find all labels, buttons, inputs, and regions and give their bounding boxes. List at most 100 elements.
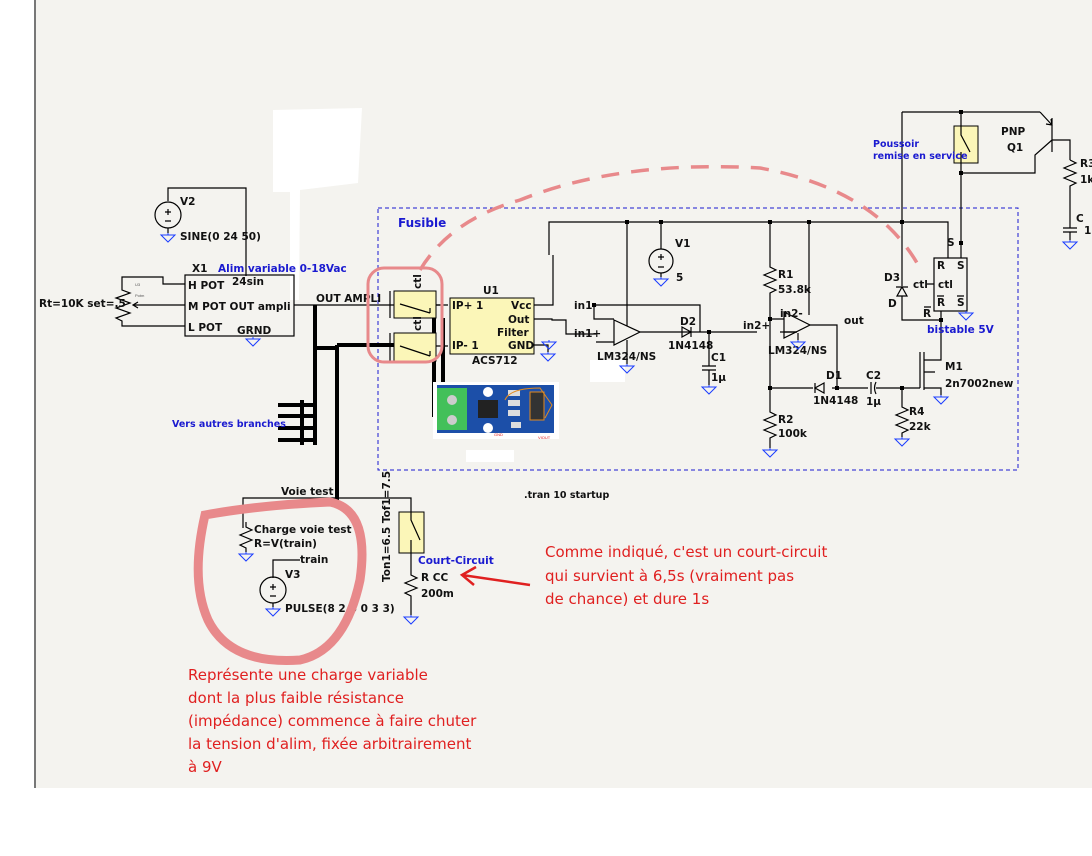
r2-resistor[interactable]: R2 100k	[762, 388, 808, 458]
charge-name: Charge voie test	[254, 524, 352, 536]
d1-part: 1N4148	[813, 395, 858, 407]
v1-value: 5	[676, 272, 683, 284]
switch-1[interactable]: ctl	[389, 274, 448, 319]
load-note: Représente une charge variable dont la p…	[188, 666, 477, 776]
u1-pin-out: Out	[508, 314, 529, 326]
u1-pin-filter: Filter	[497, 327, 530, 339]
note-line: qui survient à 6,5s (vraiment pas	[545, 567, 794, 585]
x1-pin-l: L POT	[188, 322, 223, 334]
x1-param: 24sin	[232, 276, 264, 288]
u1-name: U1	[483, 285, 499, 297]
c2-value: 1µ	[866, 396, 881, 408]
in1-plus-label: in1+	[574, 328, 601, 340]
bistable-block[interactable]: ctl R S ctl R S S R bistable 5V	[913, 173, 995, 336]
d3-diode[interactable]: D3 D	[884, 112, 941, 321]
c1-name: C1	[711, 352, 726, 364]
in1-minus-label: in1-	[574, 300, 597, 312]
m1-mosfet[interactable]: M1 2n7002new	[919, 320, 1014, 405]
junction-dots	[592, 110, 963, 390]
pot-tag: U3	[135, 282, 141, 287]
opamp-1[interactable]: in1- in1+ LM324/NS	[574, 222, 701, 374]
r3-resistor[interactable]: R3 1k C 1	[1062, 158, 1092, 250]
d3-name: D3	[884, 272, 900, 284]
c1-capacitor[interactable]: C1 1µ	[701, 332, 726, 395]
q1-transistor[interactable]: PNP Q1	[961, 111, 1071, 174]
pot-value: Rt=10K set=.5	[39, 298, 126, 310]
v1-source[interactable]: V1 5	[648, 222, 690, 287]
r3-value: 1k	[1080, 174, 1092, 186]
bistable-pin-s: S	[957, 260, 965, 272]
note-line: Représente une charge variable	[188, 666, 428, 684]
r3-name: R3	[1080, 158, 1092, 170]
schematic-background	[35, 0, 1092, 788]
pushbutton-label-line2: remise en service	[873, 151, 968, 162]
v3-value: PULSE(8 2.3 0 3 3)	[285, 603, 395, 615]
pushbutton-reset[interactable]: Poussoir remise en service	[873, 111, 1040, 173]
opamp1-part: LM324/NS	[597, 351, 656, 363]
c-right-name: C	[1076, 213, 1084, 225]
note-line: dont la plus faible résistance	[188, 689, 404, 707]
v2-source[interactable]: V2 SINE(0 24 50)	[154, 187, 261, 276]
bistable-pin-r: R	[937, 260, 945, 272]
u1-pin-ip-plus: IP+ 1	[452, 300, 483, 312]
in2-minus-label: in2-	[780, 308, 803, 320]
d3-pin: D	[888, 298, 897, 310]
r4-resistor[interactable]: R4 22k	[894, 388, 932, 447]
note-line: Comme indiqué, c'est un court-circuit	[545, 543, 827, 561]
r1-name: R1	[778, 269, 793, 281]
r1-resistor[interactable]: R1 53.8k	[762, 222, 812, 388]
x1-pin-m: M POT OUT ampli	[188, 301, 291, 313]
v1-name: V1	[675, 238, 690, 250]
pushbutton-label-line1: Poussoir	[873, 139, 919, 150]
potentiometer[interactable]: U3 Potm Rt=10K set=.5	[39, 276, 185, 327]
u1-pin-gnd: GND	[508, 340, 534, 352]
c-right-value: 1	[1084, 225, 1091, 237]
opamp-2[interactable]: in2- out LM324/NS	[768, 222, 864, 388]
c2-capacitor[interactable]: C2 1µ	[866, 370, 920, 408]
u1-pin-ip-minus: IP- 1	[452, 340, 479, 352]
voie-test-label: Voie test	[281, 486, 334, 498]
board-vout-label: VIOUT	[538, 435, 551, 440]
switch-cc-param: Ton1=6.5 Tof1=7.5	[381, 471, 393, 582]
q1-name: Q1	[1007, 142, 1023, 154]
d2-diode[interactable]: D2 1N4148	[668, 316, 713, 352]
c2-name: C2	[866, 370, 881, 382]
white-overlay	[466, 450, 514, 462]
out-ampli-label: OUT AMPLI	[316, 293, 381, 305]
d2-part: 1N4148	[668, 340, 713, 352]
charge-value: R=V(train)	[254, 538, 317, 550]
vers-autres-branches-label: Vers autres branches	[172, 419, 286, 430]
hand-annotations	[193, 164, 924, 665]
v3-name: V3	[285, 569, 300, 581]
rbar-net-label: R	[923, 308, 931, 320]
bistable-pin-sbar: S	[957, 297, 965, 309]
note-line: (impédance) commence à faire chuter	[188, 712, 477, 730]
x1-title: Alim variable 0-18Vac	[218, 263, 347, 275]
acs712-board-image: GND VIOUT	[433, 382, 559, 440]
r1-value: 53.8k	[778, 284, 812, 296]
tran-directive[interactable]: .tran 10 startup	[524, 490, 609, 501]
c1-value: 1µ	[711, 372, 726, 384]
pot-tag2: Potm	[135, 293, 145, 298]
u1-pin-vcc: Vcc	[511, 300, 532, 312]
v2-name: V2	[180, 196, 195, 208]
u1-acs712[interactable]: U1 IP+ 1 IP- 1 Vcc Out Filter GND ACS712	[449, 221, 949, 367]
arrow-icon	[459, 565, 531, 587]
r2-value: 100k	[778, 428, 808, 440]
x1-name: X1	[192, 263, 207, 275]
m1-part: 2n7002new	[945, 378, 1014, 390]
white-overlay	[273, 108, 362, 300]
r4-value: 22k	[909, 421, 932, 433]
switch-ctl-label: ctl	[412, 274, 424, 289]
m1-name: M1	[945, 361, 963, 373]
rcc-value: 200m	[421, 588, 454, 600]
in2-plus-label: in2+	[743, 320, 770, 332]
dashed-link-curve	[418, 164, 924, 273]
d2-name: D2	[680, 316, 696, 328]
s-net-label: S	[947, 237, 955, 249]
r2-name: R2	[778, 414, 793, 426]
ctl-net-label: ctl	[913, 279, 928, 291]
d1-diode[interactable]: D1 1N4148	[770, 370, 868, 407]
white-overlay	[590, 360, 625, 382]
